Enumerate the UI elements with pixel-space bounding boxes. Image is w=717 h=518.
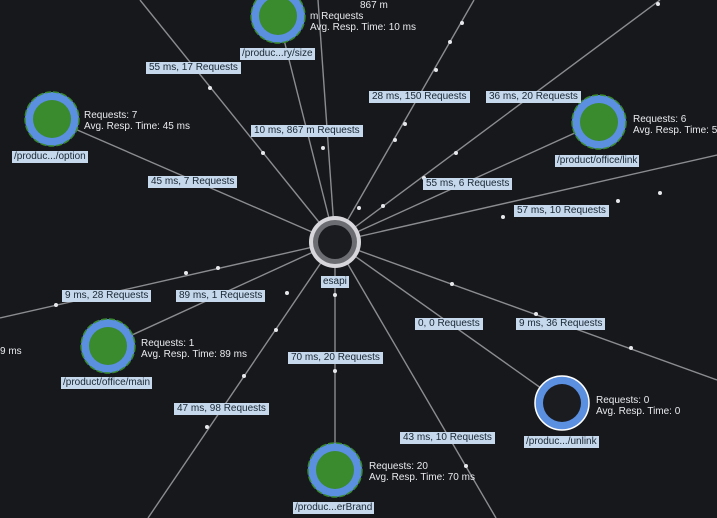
edge-label[interactable]: 36 ms, 20 Requests bbox=[486, 91, 581, 103]
traffic-dot bbox=[393, 138, 397, 142]
traffic-dot bbox=[357, 206, 361, 210]
node-label-main[interactable]: /product/office/main bbox=[61, 377, 153, 389]
node-core bbox=[89, 327, 127, 365]
traffic-dot bbox=[616, 199, 620, 203]
node-requests: Requests: 7 bbox=[84, 110, 138, 121]
traffic-dot bbox=[333, 369, 337, 373]
traffic-dot bbox=[242, 374, 246, 378]
node-requests: m Requests bbox=[310, 11, 364, 22]
traffic-dot bbox=[216, 266, 220, 270]
node-option[interactable] bbox=[24, 91, 80, 147]
node-core bbox=[580, 103, 618, 141]
traffic-dot bbox=[261, 151, 265, 155]
node-label-option[interactable]: /produc.../option bbox=[12, 151, 88, 163]
edge-label[interactable]: 0, 0 Requests bbox=[415, 318, 483, 330]
node-stats-extra: 867 m bbox=[360, 0, 388, 11]
node-avg-resp-time: Avg. Resp. Time: 70 ms bbox=[369, 472, 475, 483]
edge-label[interactable]: 43 ms, 10 Requests bbox=[400, 432, 495, 444]
node-link[interactable] bbox=[571, 94, 627, 150]
traffic-dot bbox=[454, 151, 458, 155]
node-erbrand[interactable] bbox=[307, 442, 363, 498]
edge-label[interactable]: 9 ms, 28 Requests bbox=[62, 290, 152, 302]
traffic-dot bbox=[629, 346, 633, 350]
edge-label[interactable]: 45 ms, 7 Requests bbox=[148, 176, 238, 188]
traffic-dot bbox=[448, 40, 452, 44]
node-size[interactable] bbox=[250, 0, 306, 44]
node-avg-resp-time: Avg. Resp. Time: 0 bbox=[596, 406, 681, 417]
edge-label[interactable]: 9 ms, 36 Requests bbox=[516, 318, 606, 330]
traffic-dot bbox=[208, 86, 212, 90]
node-label-erbrand[interactable]: /produc...erBrand bbox=[293, 502, 375, 514]
edge-down-left[interactable] bbox=[147, 241, 336, 518]
node-label-link[interactable]: /product/office/link bbox=[555, 155, 640, 167]
traffic-dot bbox=[460, 21, 464, 25]
traffic-dot bbox=[274, 328, 278, 332]
traffic-dot bbox=[656, 2, 660, 6]
edge-left[interactable] bbox=[0, 241, 336, 319]
traffic-dot bbox=[464, 464, 468, 468]
traffic-dot bbox=[321, 146, 325, 150]
node-requests: Requests: 1 bbox=[141, 338, 195, 349]
edge-label[interactable]: 89 ms, 1 Requests bbox=[176, 290, 266, 302]
edge-up[interactable] bbox=[317, 0, 336, 243]
traffic-dot bbox=[403, 122, 407, 126]
traffic-dot bbox=[184, 271, 188, 275]
traffic-dot bbox=[205, 425, 209, 429]
edge-label[interactable]: 57 ms, 10 Requests bbox=[514, 205, 609, 217]
node-label-unlink[interactable]: /produc.../unlink bbox=[524, 436, 599, 448]
traffic-dot bbox=[434, 68, 438, 72]
node-avg-resp-time: Avg. Resp. Time: 45 ms bbox=[84, 121, 190, 132]
edge-up-left[interactable] bbox=[139, 0, 336, 243]
edge-label[interactable]: 28 ms, 150 Requests bbox=[369, 91, 470, 103]
traffic-dot bbox=[54, 303, 58, 307]
edge-label[interactable]: 10 ms, 867 m Requests bbox=[251, 125, 363, 137]
node-core bbox=[33, 100, 71, 138]
traffic-dot bbox=[381, 204, 385, 208]
node-requests: Requests: 20 bbox=[369, 461, 428, 472]
edge-right-low[interactable] bbox=[334, 241, 717, 381]
traffic-dot bbox=[333, 293, 337, 297]
node-requests: Requests: 6 bbox=[633, 114, 687, 125]
node-core bbox=[543, 384, 581, 422]
edge-right[interactable] bbox=[334, 154, 717, 243]
node-requests: Requests: 0 bbox=[596, 395, 650, 406]
node-avg-resp-time: Avg. Resp. Time: 89 ms bbox=[141, 349, 247, 360]
edge-label[interactable]: 55 ms, 17 Requests bbox=[146, 62, 241, 74]
hub-label[interactable]: esapi bbox=[321, 276, 349, 288]
traffic-dot bbox=[285, 291, 289, 295]
edge-up-right[interactable] bbox=[334, 0, 475, 243]
edge-top-right[interactable] bbox=[334, 0, 661, 243]
clipped-stats-text: 9 ms bbox=[0, 346, 22, 357]
hub-core bbox=[318, 225, 352, 259]
node-label-size[interactable]: /produc...ry/size bbox=[240, 48, 315, 60]
edge-label[interactable]: 70 ms, 20 Requests bbox=[288, 352, 383, 364]
node-unlink[interactable] bbox=[534, 375, 590, 431]
edge-down-right[interactable] bbox=[334, 241, 497, 518]
hub-node[interactable] bbox=[309, 216, 361, 268]
node-avg-resp-time: Avg. Resp. Time: 5 bbox=[633, 125, 717, 136]
edge-label[interactable]: 55 ms, 6 Requests bbox=[423, 178, 513, 190]
node-main[interactable] bbox=[80, 318, 136, 374]
edge-label[interactable]: 47 ms, 98 Requests bbox=[174, 403, 269, 415]
traffic-dot bbox=[501, 215, 505, 219]
traffic-dot bbox=[450, 282, 454, 286]
node-core bbox=[316, 451, 354, 489]
node-core bbox=[259, 0, 297, 35]
node-avg-resp-time: Avg. Resp. Time: 10 ms bbox=[310, 22, 416, 33]
traffic-dot bbox=[658, 191, 662, 195]
traffic-dot bbox=[534, 312, 538, 316]
